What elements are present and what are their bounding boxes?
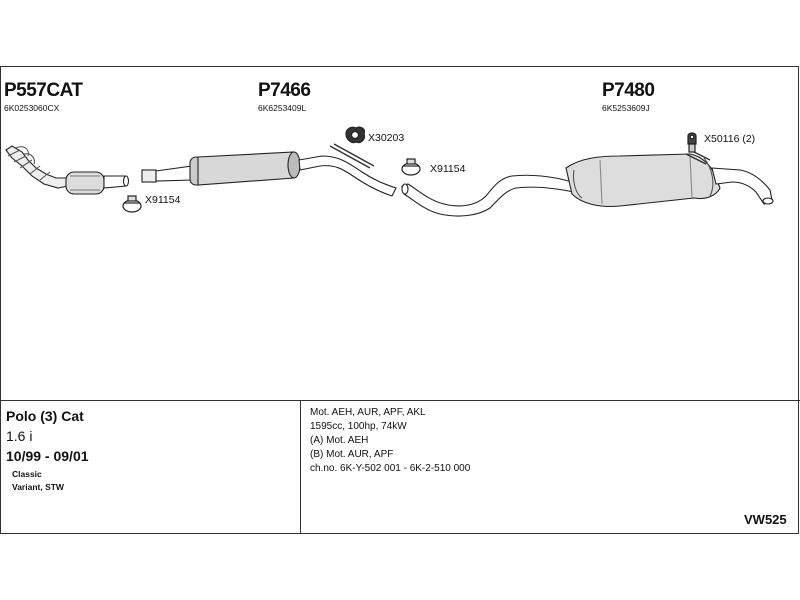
vehicle-model: Polo (3) Cat bbox=[6, 408, 84, 424]
rear-hanger-icon[interactable] bbox=[687, 132, 697, 153]
middle-silencer-drawing[interactable] bbox=[141, 143, 397, 197]
diagram-frame bbox=[0, 66, 799, 534]
part-number-middle: P7466 bbox=[258, 80, 311, 101]
label-rubber-mount: X30203 bbox=[368, 132, 405, 144]
part-number-catalytic: P557CAT bbox=[4, 80, 83, 101]
rear-silencer-drawing[interactable] bbox=[401, 149, 774, 217]
middle-clamp-icon[interactable] bbox=[401, 158, 421, 176]
label-hanger-rear: X50116 (2) bbox=[704, 133, 756, 145]
label-clamp-front: X91154 bbox=[145, 194, 181, 206]
label-clamp-middle: X91154 bbox=[430, 163, 466, 175]
catalytic-converter-drawing[interactable] bbox=[5, 145, 130, 195]
column-divider bbox=[300, 400, 301, 534]
part-code-rear: 6K5253609J bbox=[602, 103, 650, 113]
part-code-middle: 6K6253409L bbox=[258, 103, 307, 113]
exhaust-system-drawing bbox=[5, 126, 774, 217]
spec-engine-codes: Mot. AEH, AUR, APF, AKL bbox=[310, 407, 426, 418]
part-number-rear: P7480 bbox=[602, 80, 655, 101]
spec-chassis-range: ch.no. 6K-Y-502 001 - 6K-2-510 000 bbox=[310, 463, 471, 474]
spec-variant-b: (B) Mot. AUR, APF bbox=[310, 449, 394, 460]
info-divider bbox=[0, 400, 800, 401]
reference-code: VW525 bbox=[744, 512, 787, 527]
vehicle-body-1: Classic bbox=[12, 469, 42, 479]
part-code-catalytic: 6K0253060CX bbox=[4, 103, 60, 113]
vehicle-engine: 1.6 i bbox=[6, 428, 33, 444]
spec-displacement: 1595cc, 100hp, 74kW bbox=[310, 421, 407, 432]
spec-variant-a: (A) Mot. AEH bbox=[310, 435, 369, 446]
vehicle-years: 10/99 - 09/01 bbox=[6, 448, 89, 464]
vehicle-body-2: Variant, STW bbox=[12, 482, 64, 492]
front-clamp-icon[interactable] bbox=[122, 195, 142, 213]
rubber-mount-icon[interactable] bbox=[345, 126, 365, 144]
